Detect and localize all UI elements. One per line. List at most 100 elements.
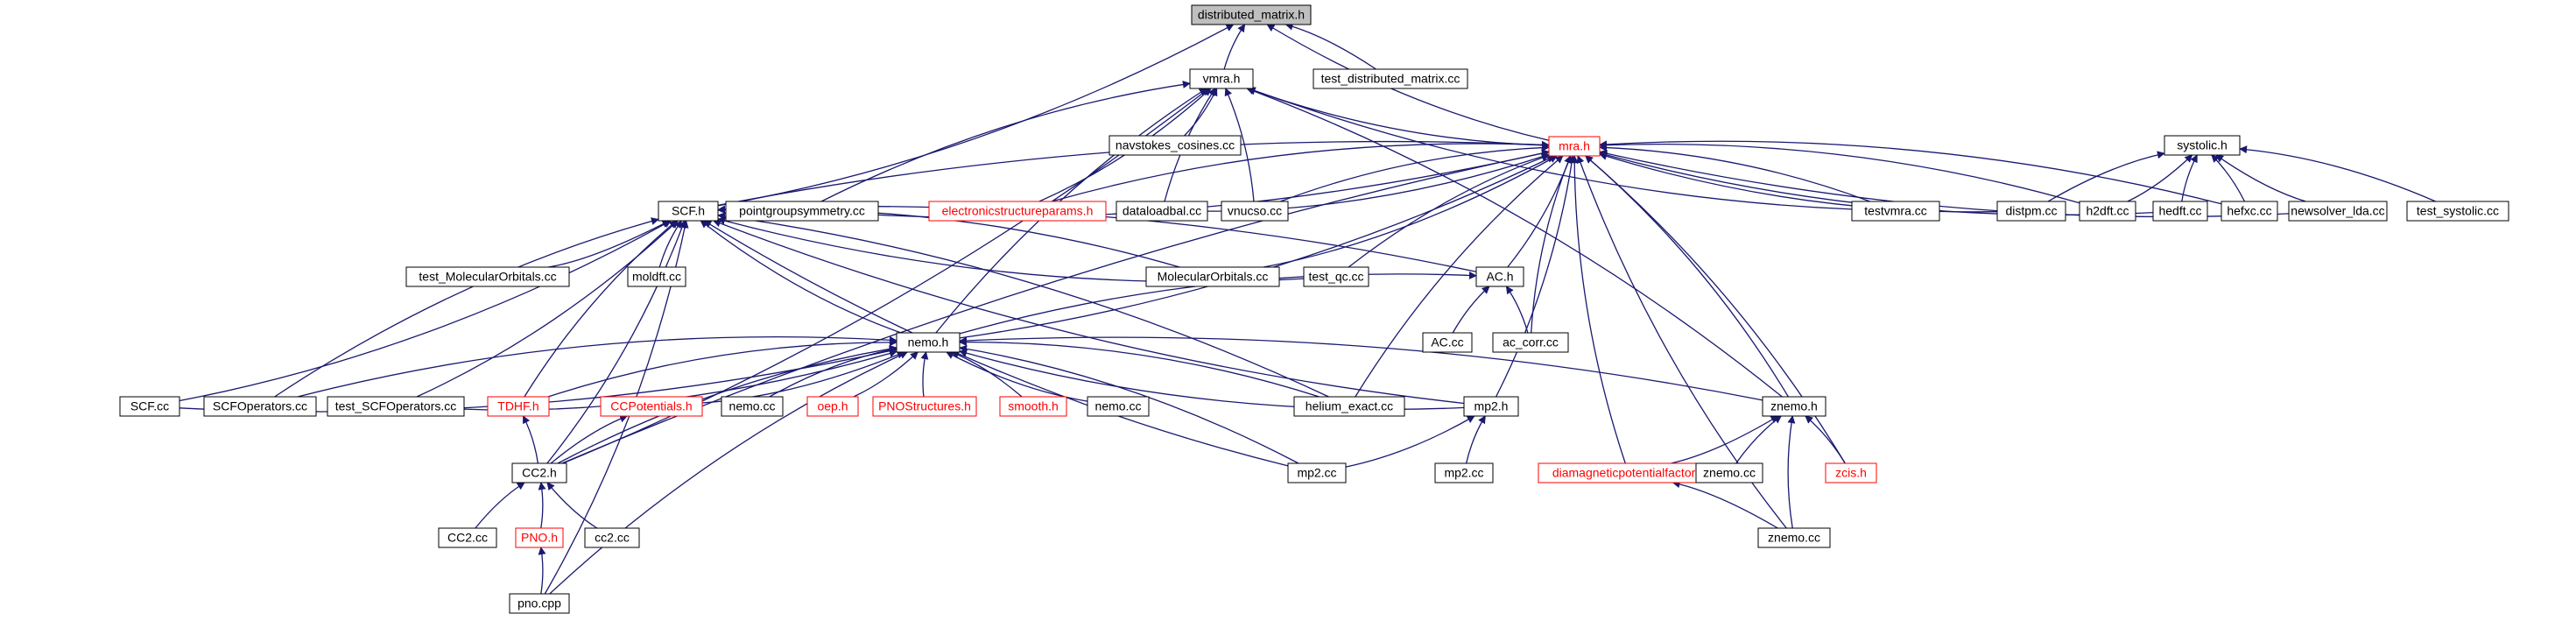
node-ac_cc[interactable]: AC.cc (1422, 332, 1473, 353)
node-cc2_cc2[interactable]: cc2.cc (584, 527, 640, 548)
node-box[interactable] (2079, 201, 2136, 222)
node-box[interactable] (928, 201, 1107, 222)
node-box[interactable] (600, 396, 703, 417)
node-box[interactable] (203, 396, 317, 417)
node-systolic[interactable]: systolic.h (2164, 135, 2241, 156)
node-box[interactable] (1145, 266, 1280, 287)
node-box[interactable] (725, 201, 879, 222)
node-nemo_cc1[interactable]: nemo.cc (721, 396, 784, 417)
node-cc2_h[interactable]: CC2.h (511, 462, 567, 483)
node-box[interactable] (627, 266, 686, 287)
node-scf[interactable]: SCF.h (658, 201, 719, 222)
node-navstokes[interactable]: navstokes_cosines.cc (1109, 135, 1242, 156)
node-dataloadbal[interactable]: dataloadbal.cc (1116, 201, 1208, 222)
node-pnostruct[interactable]: PNOStructures.h (872, 396, 977, 417)
node-znemo_cc1[interactable]: znemo.cc (1695, 462, 1763, 483)
node-box[interactable] (1492, 332, 1569, 353)
node-box[interactable] (658, 201, 719, 222)
node-box[interactable] (1293, 396, 1405, 417)
node-nemo_h[interactable]: nemo.h (896, 332, 961, 353)
node-moldft[interactable]: moldft.cc (627, 266, 686, 287)
node-newsolver[interactable]: newsolver_lda.cc (2288, 201, 2388, 222)
node-test_mo[interactable]: test_MolecularOrbitals.cc (405, 266, 570, 287)
node-test_qc[interactable]: test_qc.cc (1303, 266, 1369, 287)
node-electronic[interactable]: electronicstructureparams.h (928, 201, 1107, 222)
node-box[interactable] (1996, 201, 2066, 222)
node-box[interactable] (872, 396, 977, 417)
edge-testvmra-to-mra (1599, 144, 1870, 202)
node-box[interactable] (1851, 201, 1940, 222)
node-pointgroup[interactable]: pointgroupsymmetry.cc (725, 201, 879, 222)
node-box[interactable] (119, 396, 180, 417)
node-box[interactable] (1422, 332, 1473, 353)
node-ac_corr[interactable]: ac_corr.cc (1492, 332, 1569, 353)
node-hedft[interactable]: hedft.cc (2152, 201, 2208, 222)
node-test_systolic[interactable]: test_systolic.cc (2406, 201, 2509, 222)
node-test_scfops[interactable]: test_SCFOperators.cc (327, 396, 465, 417)
node-box[interactable] (1475, 266, 1524, 287)
node-hefxc[interactable]: hefxc.cc (2221, 201, 2278, 222)
node-znemo_cc2[interactable]: znemo.cc (1757, 527, 1831, 548)
node-diamag[interactable]: diamagneticpotentialfactor.h (1538, 462, 1720, 483)
node-box[interactable] (2406, 201, 2509, 222)
node-box[interactable] (509, 593, 570, 614)
node-box[interactable] (1825, 462, 1877, 483)
node-box[interactable] (1303, 266, 1369, 287)
node-testvmra[interactable]: testvmra.cc (1851, 201, 1940, 222)
node-distributed_matrix[interactable]: distributed_matrix.h (1191, 4, 1312, 25)
node-box[interactable] (2288, 201, 2388, 222)
node-mra[interactable]: mra.h (1548, 136, 1601, 157)
node-box[interactable] (1695, 462, 1763, 483)
node-box[interactable] (1189, 68, 1254, 89)
node-helium[interactable]: helium_exact.cc (1293, 396, 1405, 417)
node-mp2_cc2[interactable]: mp2.cc (1434, 462, 1494, 483)
node-box[interactable] (806, 396, 859, 417)
node-box[interactable] (1463, 396, 1519, 417)
node-tdhf[interactable]: TDHF.h (487, 396, 550, 417)
node-box[interactable] (487, 396, 550, 417)
node-cc2_cc1[interactable]: CC2.cc (438, 527, 497, 548)
node-smooth[interactable]: smooth.h (999, 396, 1067, 417)
node-molorb[interactable]: MolecularOrbitals.cc (1145, 266, 1280, 287)
node-ccpot[interactable]: CCPotentials.h (600, 396, 703, 417)
node-box[interactable] (438, 527, 497, 548)
node-box[interactable] (2164, 135, 2241, 156)
node-box[interactable] (1109, 135, 1242, 156)
node-box[interactable] (515, 527, 564, 548)
node-pno_cpp[interactable]: pno.cpp (509, 593, 570, 614)
node-test_distributed_matrix[interactable]: test_distributed_matrix.cc (1313, 68, 1468, 89)
node-box[interactable] (1757, 527, 1831, 548)
node-zcis[interactable]: zcis.h (1825, 462, 1877, 483)
node-vnucso[interactable]: vnucso.cc (1221, 201, 1289, 222)
node-box[interactable] (999, 396, 1067, 417)
node-box[interactable] (405, 266, 570, 287)
node-box[interactable] (721, 396, 784, 417)
node-vmra[interactable]: vmra.h (1189, 68, 1254, 89)
node-scf_cc[interactable]: SCF.cc (119, 396, 180, 417)
node-box[interactable] (1762, 396, 1826, 417)
node-oep[interactable]: oep.h (806, 396, 859, 417)
node-mp2_cc1[interactable]: mp2.cc (1287, 462, 1347, 483)
node-ac_h[interactable]: AC.h (1475, 266, 1524, 287)
node-mp2_h[interactable]: mp2.h (1463, 396, 1519, 417)
node-box[interactable] (1116, 201, 1208, 222)
node-box[interactable] (584, 527, 640, 548)
node-box[interactable] (1221, 201, 1289, 222)
node-box[interactable] (1434, 462, 1494, 483)
node-box[interactable] (511, 462, 567, 483)
node-pno_h[interactable]: PNO.h (515, 527, 564, 548)
node-box[interactable] (1313, 68, 1468, 89)
node-box[interactable] (1191, 4, 1312, 25)
node-nemo_cc2[interactable]: nemo.cc (1087, 396, 1150, 417)
node-box[interactable] (1087, 396, 1150, 417)
node-box[interactable] (2152, 201, 2208, 222)
node-box[interactable] (1287, 462, 1347, 483)
node-box[interactable] (327, 396, 465, 417)
node-box[interactable] (896, 332, 961, 353)
node-scfops[interactable]: SCFOperators.cc (203, 396, 317, 417)
node-znemo_h[interactable]: znemo.h (1762, 396, 1826, 417)
node-h2dft[interactable]: h2dft.cc (2079, 201, 2136, 222)
node-box[interactable] (1548, 136, 1601, 157)
node-distpm[interactable]: distpm.cc (1996, 201, 2066, 222)
node-box[interactable] (2221, 201, 2278, 222)
